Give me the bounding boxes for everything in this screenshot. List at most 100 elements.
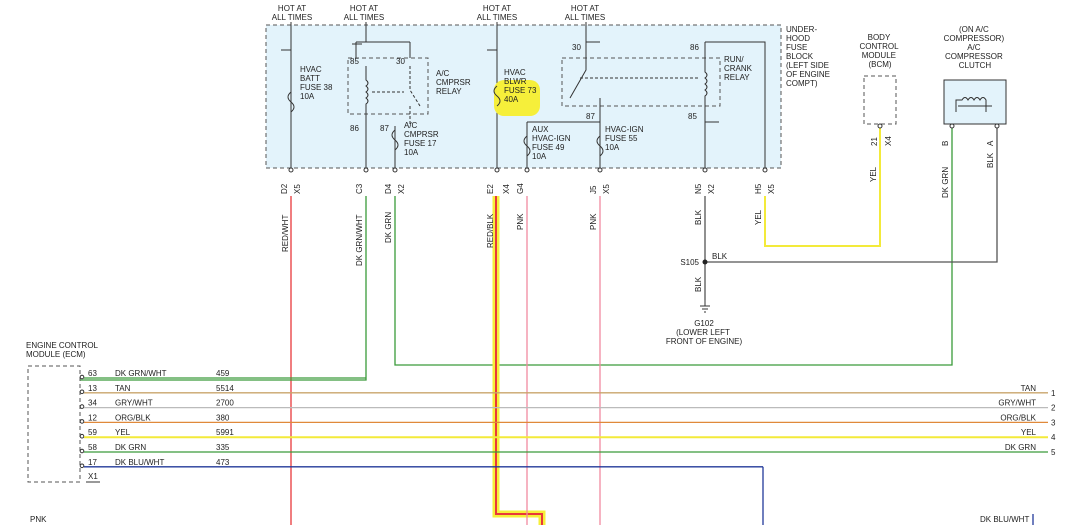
bcm-pin: 21 [870,137,879,146]
fuse-block-label: UNDER- HOOD FUSE BLOCK (LEFT SIDE OF ENG… [786,25,832,88]
svg-text:PNK: PNK [516,213,525,230]
ecm-terminal [79,419,85,424]
ecm-terminal [79,463,85,469]
bcm-box [863,75,897,125]
svg-text:J5: J5 [589,185,598,194]
wire-blk-comp [705,128,998,263]
ecm-conn-label: X1 [88,472,98,481]
ground-name: G102 [694,319,714,328]
run-relay-label: RUN/ CRANK RELAY [724,55,754,82]
ground-location: (LOWER LEFT FRONT OF ENGINE) [666,328,743,346]
svg-text:D2: D2 [280,183,289,194]
comp-terminal-b [949,123,955,129]
svg-text:RED/WHT: RED/WHT [281,215,290,252]
svg-text:X2: X2 [707,184,716,194]
svg-text:G4: G4 [516,183,525,194]
harness-wire-color: DK GRN [1005,443,1036,452]
blwr-fuse-highlight [494,80,540,116]
run-relay-switch-icon [569,42,601,114]
bottom-left-label: PNK [30,515,47,524]
ecm-circuit: 5514 [216,384,234,393]
relay-pin-87a: 87 [380,124,389,133]
ac-relay-label: A/C CMPRSR RELAY [436,69,473,96]
ecm-terminal [79,374,85,380]
relay-pin-85b: 85 [688,112,697,121]
aux-fuse-label: AUX HVAC-IGN FUSE 49 10A [532,125,573,161]
hvac-ign-fuse-label: HVAC-IGN FUSE 55 10A [605,125,646,152]
ac-relay-switch-icon [372,66,421,126]
ecm-wire-color: GRY/WHT [115,399,153,408]
bottom-right-label: DK BLU/WHT [980,515,1029,524]
svg-text:YEL: YEL [869,166,878,182]
fuse-block-terminals [288,167,768,173]
svg-text:BLK: BLK [986,152,995,168]
ecm-pin: 59 [88,428,97,437]
ecm-pin: 17 [88,458,97,467]
svg-text:YEL: YEL [754,209,763,225]
svg-text:PNK: PNK [589,213,598,230]
hvac-batt-fuse-icon [287,91,295,113]
comp-terminal-a [994,123,1000,129]
relay-pin-30a: 30 [396,57,405,66]
svg-text:X2: X2 [397,184,406,194]
ecm-wire-color: TAN [115,384,131,393]
svg-text:X5: X5 [293,184,302,194]
ecm-circuit: 2700 [216,399,234,408]
wire-red-blk [495,196,543,525]
svg-text:X4: X4 [502,184,511,194]
svg-text:C3: C3 [355,183,364,194]
bcm-label: BODY CONTROL MODULE (BCM) [859,33,900,69]
harness-pin-number: 5 [1051,448,1056,457]
harness-wire-color: YEL [1021,428,1037,437]
ecm-circuit: 5991 [216,428,234,437]
ecm-pin: 34 [88,399,97,408]
ecm-wire-color: DK GRN [115,443,146,452]
blwr-fuse-icon [493,85,501,107]
ac-fuse-label: A/C CMPRSR FUSE 17 10A [404,121,441,157]
svg-text:RED/BLK: RED/BLK [486,213,495,248]
svg-text:DK GRN: DK GRN [941,167,950,198]
run-relay-outline [561,57,721,107]
wire-dk-grn [394,128,953,366]
ecm-pin: 13 [88,384,97,393]
ecm-label: ENGINE CONTROL MODULE (ECM) [26,341,100,359]
ecm-pin: 63 [88,369,97,378]
harness-pin-number: 3 [1051,418,1056,427]
svg-text:X5: X5 [602,184,611,194]
harness-wire-color: TAN [1021,384,1037,393]
ecm-wire-color: ORG/BLK [115,413,151,422]
hvac-ign-fuse-icon [596,135,604,157]
ac-relay-coil-icon [365,66,369,126]
bcm-terminal [877,123,883,129]
compressor-box [943,79,1007,125]
splice-dot [702,259,708,265]
ecm-circuit: 335 [216,443,230,452]
feed-line-2 [355,22,411,58]
splice-label: S105 [680,258,699,267]
run-relay-coil-icon [704,41,766,170]
ground-icon [700,300,710,313]
wire-color-labels: RED/WHT DK GRN/WHT DK GRN RED/BLK PNK PN… [281,152,995,292]
ecm-terminal [79,448,85,454]
hvac-batt-fuse-label: HVAC BATT FUSE 38 10A [300,65,335,101]
ac-fuse-icon [391,126,399,170]
comp-pin-a: A [986,140,995,146]
blwr-fuse-label: HVAC BLWR FUSE 73 40A [504,68,539,104]
svg-text:DK GRN/WHT: DK GRN/WHT [355,214,364,266]
ecm-terminal [79,404,85,409]
wire-dk-grn-wht [80,196,367,381]
ecm-terminal [79,389,85,395]
wire-red-blk-highlight [492,196,546,525]
svg-text:E2: E2 [486,184,495,194]
svg-text:DK GRN: DK GRN [384,212,393,243]
ecm-pin: 12 [88,413,97,422]
svg-text:N5: N5 [694,183,703,194]
bcm-conn: X4 [884,136,893,146]
harness-pin-number: 1 [1051,389,1056,398]
aux-fuse-icon [523,135,531,157]
relay-pin-87b: 87 [586,112,595,121]
